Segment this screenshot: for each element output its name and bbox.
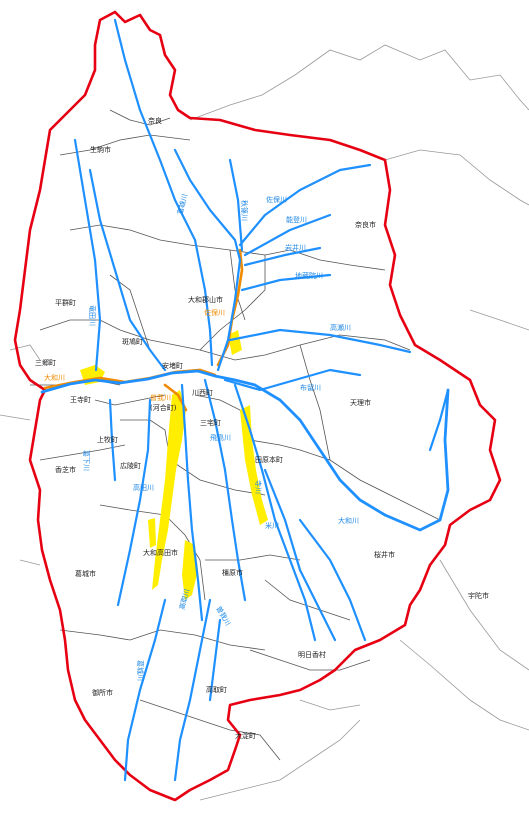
label-saho-upper: 佐保川 xyxy=(266,195,287,204)
label-oji: 王寺町 xyxy=(70,396,91,404)
label-notogawa: 能登川 xyxy=(286,215,307,224)
label-tenri: 天理市 xyxy=(350,398,371,407)
label-katsuge: 葛下川 xyxy=(82,450,91,471)
label-kanmaki: 上牧町 xyxy=(97,435,118,444)
label-soga-mid: 曽我川 xyxy=(150,393,171,402)
municipality-labels: 奈良市 奈良 生駒市 平群町 斑鳩町 三郷町 王寺町 上牧町 香芝市 広陵町 大… xyxy=(35,116,489,740)
label-takatori: 高取町 xyxy=(206,685,227,694)
label-katsuragi: 葛城市 xyxy=(75,569,96,578)
label-nara: 奈良市 xyxy=(355,220,376,229)
label-takatori: 高取川 xyxy=(177,588,191,611)
label-yamatotakada: 大和高田市 xyxy=(143,548,178,557)
flood-areas-yellow xyxy=(80,330,268,600)
rivers xyxy=(40,18,450,782)
label-kawai: (河合町) xyxy=(150,403,177,412)
label-teragawa: 寺川 xyxy=(254,480,262,494)
label-katsuragi: 葛城川 xyxy=(136,660,145,681)
label-yone: 米川 xyxy=(265,521,279,530)
label-iwai: 岩井川 xyxy=(285,243,306,252)
label-yamato-east: 大和川 xyxy=(338,516,359,525)
label-miyake: 三宅町 xyxy=(200,418,221,427)
label-ikoma: 生駒市 xyxy=(90,145,111,154)
label-sango: 三郷町 xyxy=(35,358,56,367)
label-jizoin: 地蔵院川 xyxy=(295,271,323,280)
label-kashiba: 香芝市 xyxy=(55,465,76,474)
label-koryo: 広陵町 xyxy=(120,461,141,470)
outer-boundaries xyxy=(0,44,529,801)
label-ikaruga: 斑鳩町 xyxy=(122,337,143,346)
label-sakurai: 桜井市 xyxy=(374,550,395,559)
label-heguri: 平群町 xyxy=(55,298,76,307)
label-gose: 御所市 xyxy=(92,688,113,697)
label-tawaramoto: 田原本町 xyxy=(255,455,283,464)
label-kawanishi: 川西町 xyxy=(192,389,213,397)
label-takase: 高瀬川 xyxy=(330,323,351,332)
label-asuka: 飛鳥川 xyxy=(210,433,231,442)
label-asuka: 明日香村 xyxy=(298,650,326,659)
basin-boundary xyxy=(13,10,502,802)
label-akishino: 秋篠川 xyxy=(240,200,249,221)
label-uda: 宇陀市 xyxy=(468,591,489,600)
label-oyodo: 大淀町 xyxy=(235,731,256,740)
label-small-north: 奈良 xyxy=(148,116,162,125)
yamato-river-main xyxy=(40,369,450,532)
label-takada: 高田川 xyxy=(133,483,154,492)
label-yamatokoriyama: 大和郡山市 xyxy=(188,295,223,304)
label-soga-south: 曽我川 xyxy=(214,605,232,628)
label-tatsuta: 竜田川 xyxy=(88,305,97,326)
label-ando: 安堵町 xyxy=(162,361,183,370)
label-kashihara: 橿原市 xyxy=(222,568,243,577)
label-yamato-west: 大和川 xyxy=(44,373,65,382)
municipal-boundaries xyxy=(30,109,441,761)
label-fuse: 布留川 xyxy=(300,383,321,392)
label-saho-lower: 佐保川 xyxy=(204,308,225,317)
